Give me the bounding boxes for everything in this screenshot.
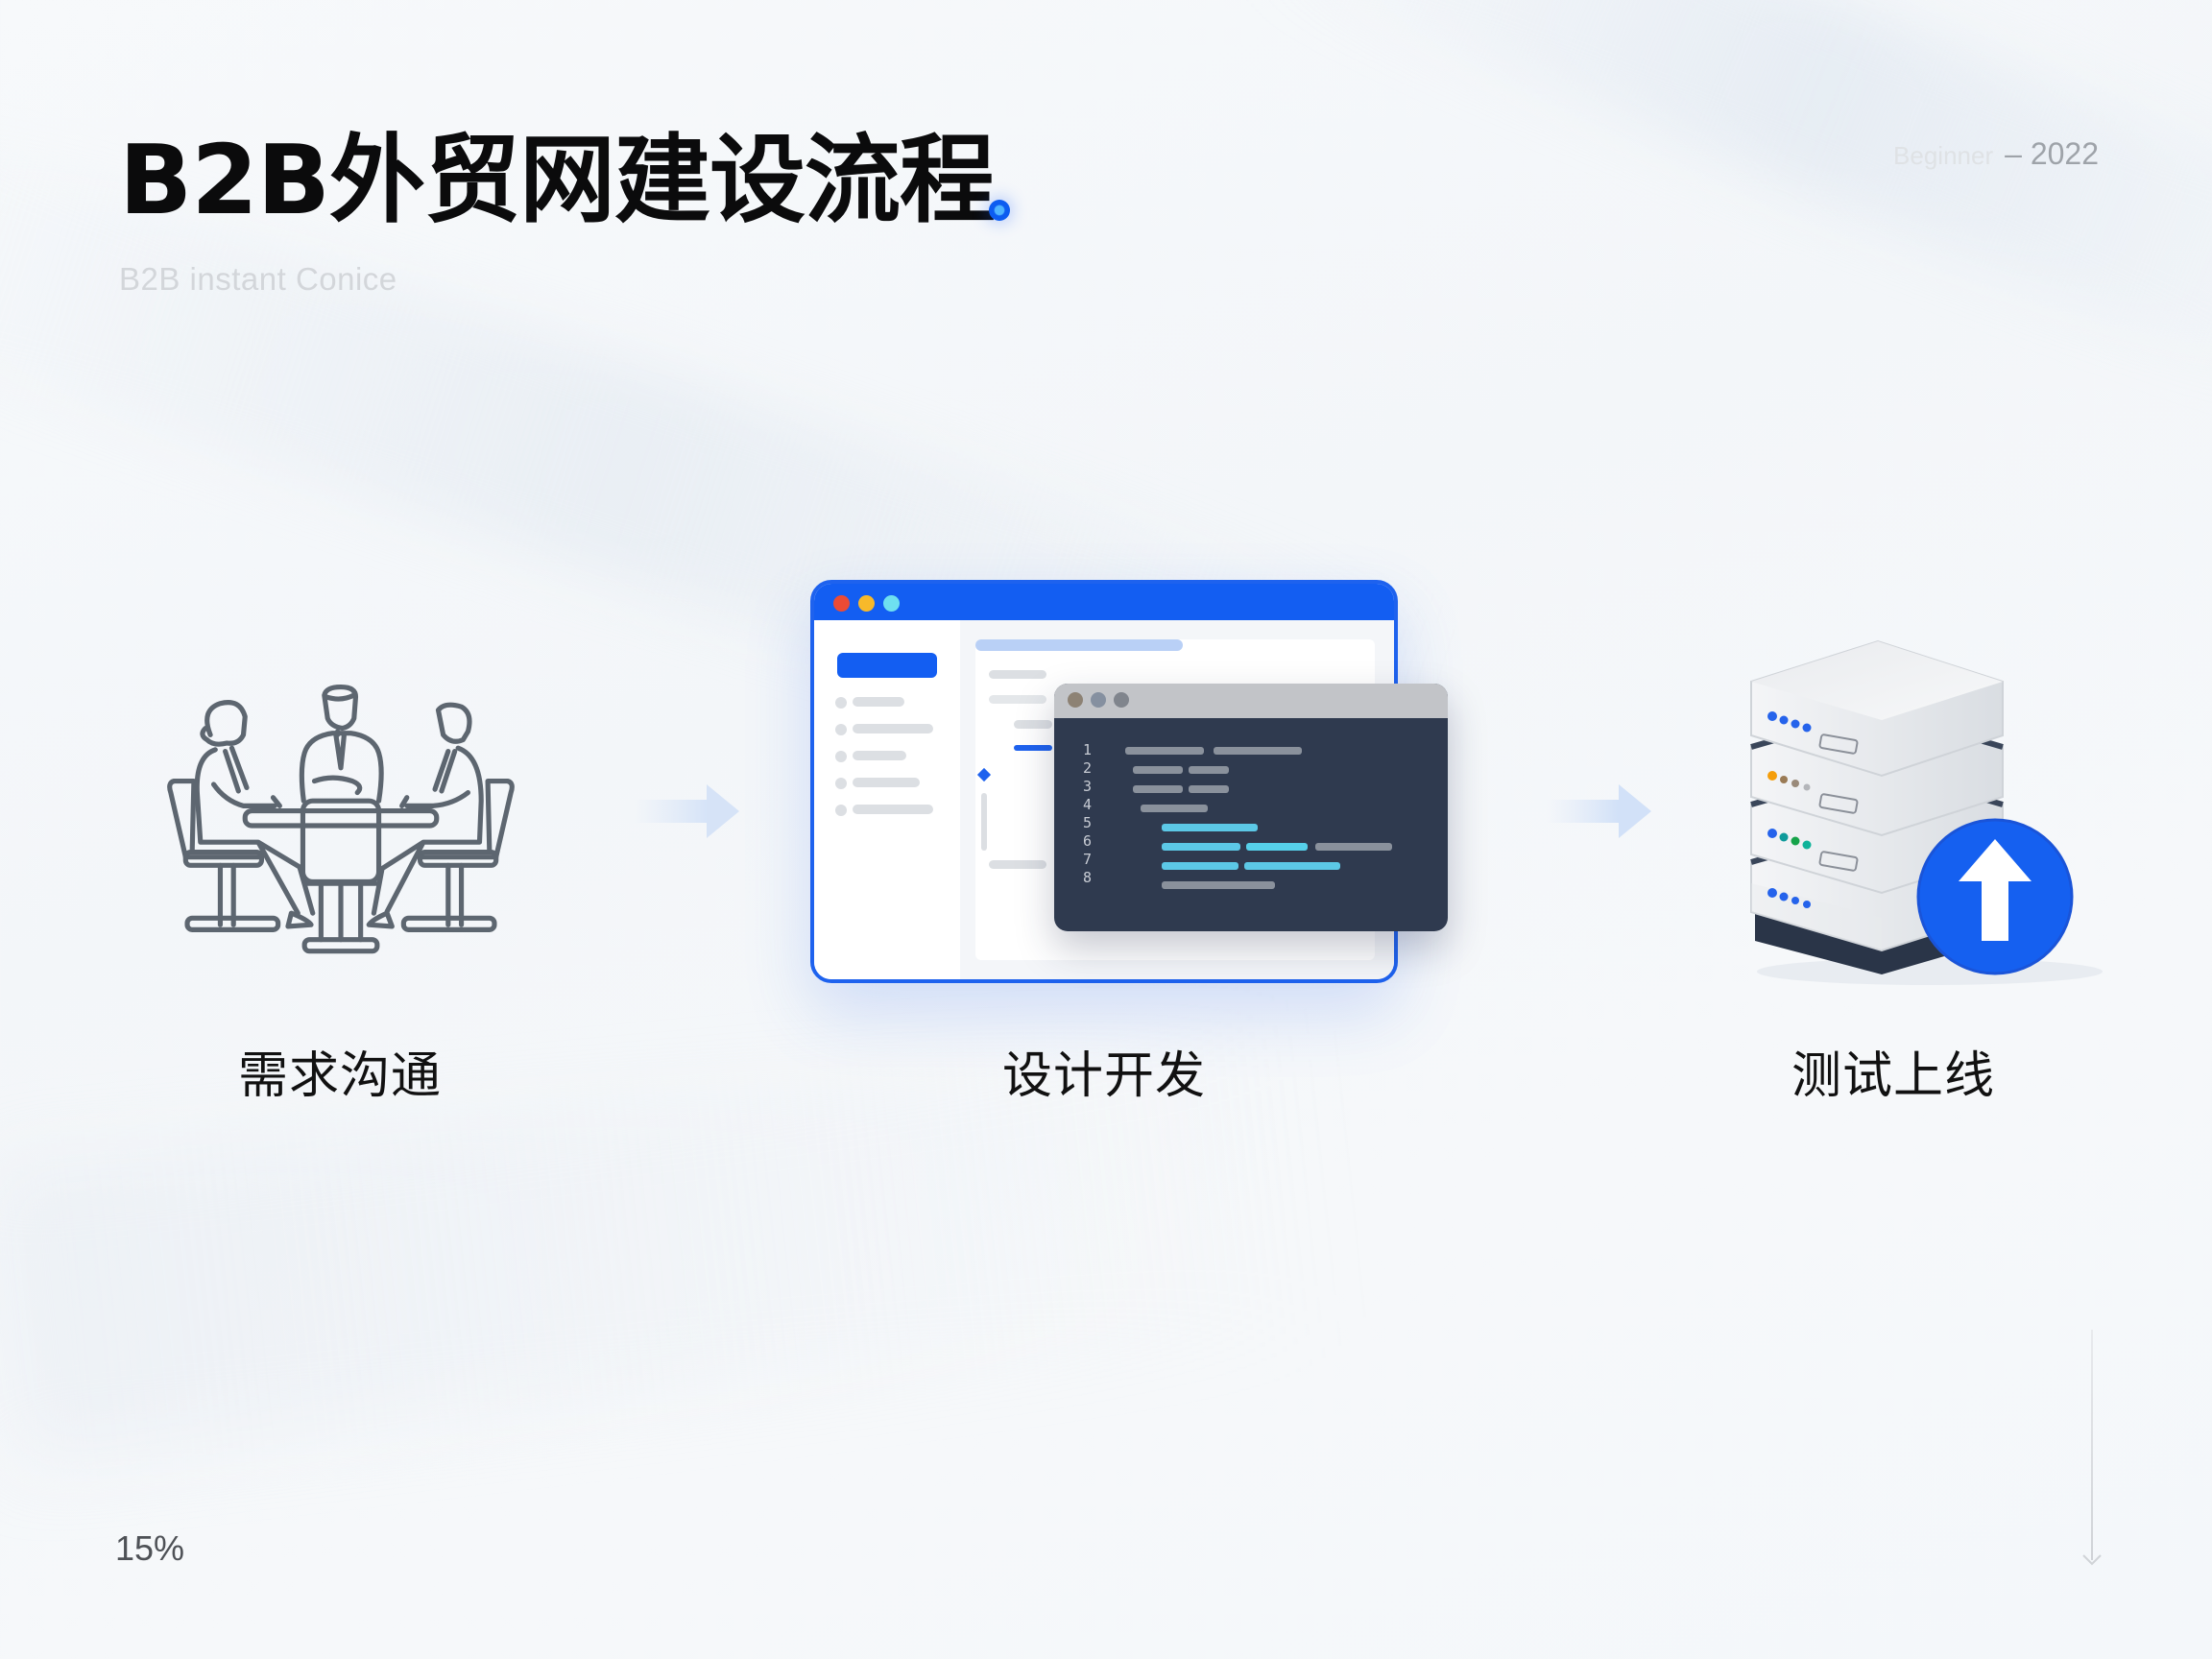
accent-dot-icon bbox=[989, 200, 1010, 221]
corner-label: Beginner – 2022 bbox=[1893, 136, 2099, 172]
step-requirements bbox=[134, 662, 547, 989]
corner-label-year: – 2022 bbox=[2005, 136, 2099, 171]
server-upload-icon bbox=[1750, 639, 2103, 985]
background-streak bbox=[1254, 0, 2212, 401]
progress-percentage: 15% bbox=[115, 1528, 185, 1568]
browser-titlebar bbox=[814, 584, 1394, 620]
code-titlebar bbox=[1054, 684, 1448, 718]
arrow-right-icon bbox=[1546, 784, 1651, 838]
meeting-people-icon bbox=[167, 684, 515, 954]
page-subtitle: B2B instant Conice bbox=[119, 261, 397, 297]
window-dot-red bbox=[833, 595, 850, 612]
browser-sidebar bbox=[814, 620, 960, 979]
step-label-requirements: 需求沟通 bbox=[238, 1047, 443, 1105]
step-label-deploy: 测试上线 bbox=[1791, 1047, 1996, 1105]
step-label-design: 设计开发 bbox=[1002, 1047, 1207, 1105]
window-dot-yellow bbox=[858, 595, 875, 612]
arrow-right-icon bbox=[634, 784, 739, 838]
page-title: B2B外贸网建设流程 bbox=[119, 124, 996, 236]
background-streak bbox=[0, 941, 2212, 1459]
window-dot-cyan bbox=[883, 595, 900, 612]
corner-label-faint: Beginner bbox=[1893, 141, 1994, 170]
arrow-down-icon[interactable] bbox=[2080, 1548, 2104, 1571]
step-deploy bbox=[1738, 624, 2103, 989]
scroll-indicator-line[interactable] bbox=[2091, 1330, 2093, 1560]
